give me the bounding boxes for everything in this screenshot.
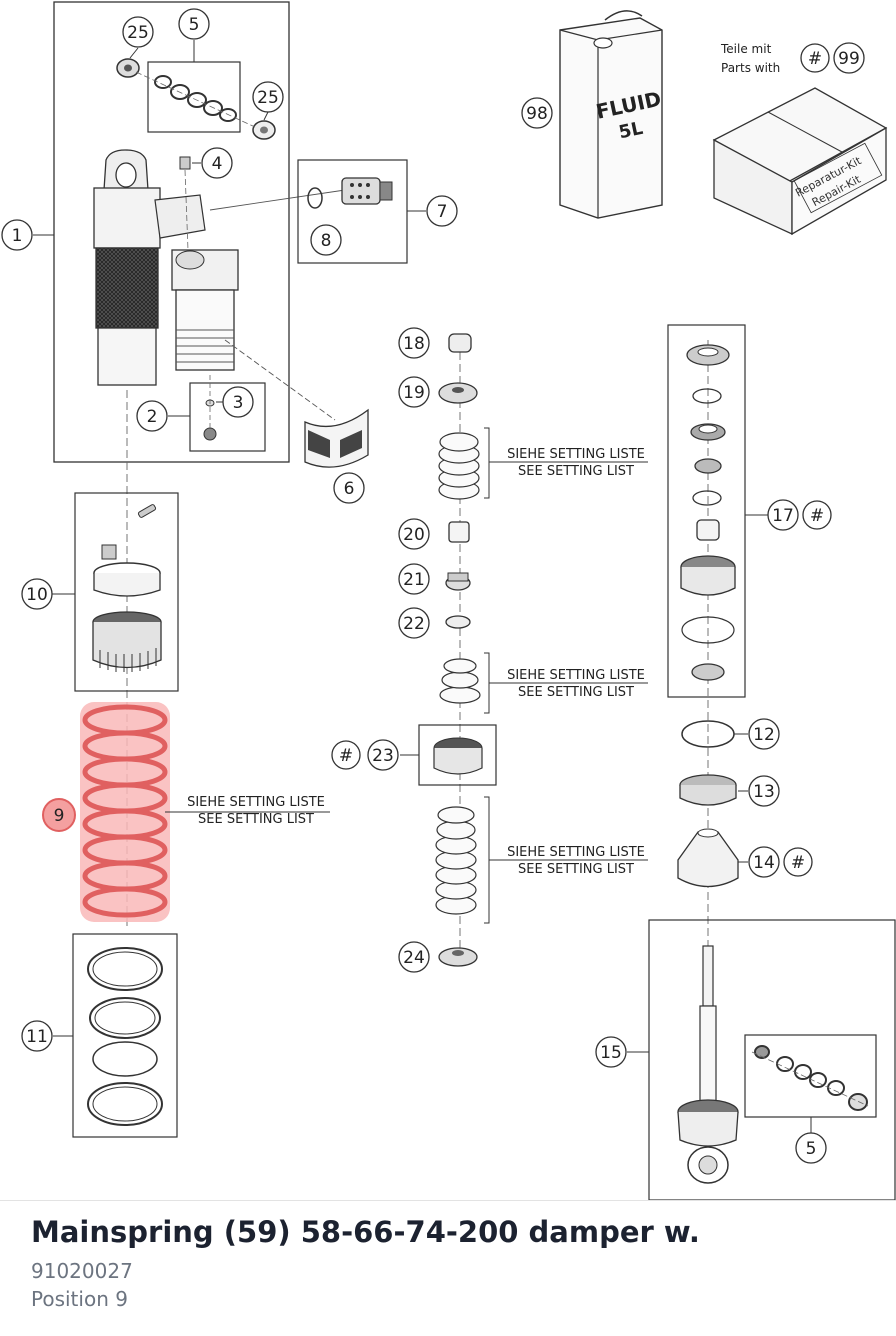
callout-23-circle: [367, 739, 399, 771]
callout-25-top: 25: [127, 23, 149, 43]
callout-11-circle: [21, 1020, 53, 1052]
part-position: Position 9: [31, 1287, 128, 1311]
callout-7: 7: [437, 202, 448, 222]
piston-rod-part: [677, 945, 739, 1184]
callout-7-circle: [426, 195, 458, 227]
setting-note-2-de: SIEHE SETTING LISTE: [507, 668, 645, 683]
part-number: 91020027: [31, 1259, 133, 1283]
setting-note-2-en: SEE SETTING LIST: [518, 685, 634, 700]
callout-14-circle: [748, 846, 780, 878]
shim-rings-group: [72, 933, 178, 1138]
callout-5-bottom-circle: [795, 1132, 827, 1164]
callout-3: 3: [233, 393, 244, 413]
callout-9[interactable]: 9: [54, 806, 65, 826]
callout-25-right-circle: [252, 81, 284, 113]
callout-10-circle: [21, 578, 53, 610]
callout-98: 98: [526, 104, 548, 124]
callout-24: 24: [403, 948, 425, 968]
callout-11: 11: [26, 1027, 48, 1047]
callout-15: 15: [600, 1043, 622, 1063]
bump-stop-part: [677, 828, 739, 888]
callout-99-hash-circle: [800, 43, 830, 73]
callout-5-top: 5: [189, 15, 200, 35]
seal-cap-part: [679, 774, 737, 806]
callout-23: 23: [372, 746, 394, 766]
callout-12: 12: [753, 725, 775, 745]
callout-2-circle: [136, 400, 168, 432]
callout-20-circle: [398, 518, 430, 550]
callout-4: 4: [212, 154, 223, 174]
callout-21-circle: [398, 563, 430, 595]
callout-98-circle: [521, 97, 553, 129]
callout-8-circle: [310, 224, 342, 256]
callout-23-hash-circle: [331, 740, 361, 770]
callout-2: 2: [147, 407, 158, 427]
callout-99-hash: #: [808, 49, 822, 69]
callout-17: 17: [772, 506, 794, 526]
bladder-sleeve-part: [304, 408, 369, 468]
setting-note-3-de: SIEHE SETTING LISTE: [507, 845, 645, 860]
callout-1-circle: [1, 219, 33, 251]
callout-12-circle: [748, 718, 780, 750]
rod-seal-kit-part: [754, 1045, 868, 1111]
callout-3-circle: [222, 386, 254, 418]
setting-note-3-en: SEE SETTING LIST: [518, 862, 634, 877]
callout-23-hash: #: [339, 746, 353, 766]
callout-13-circle: [748, 775, 780, 807]
callout-9-highlight-circle[interactable]: [42, 798, 76, 832]
spring-setting-note-en: SEE SETTING LIST: [198, 812, 314, 827]
main-spring-part: [80, 702, 170, 922]
callout-15-circle: [595, 1036, 627, 1068]
callout-14: 14: [753, 853, 775, 873]
damper-assembly-group: [53, 1, 346, 463]
callout-13: 13: [753, 782, 775, 802]
callout-19-circle: [398, 376, 430, 408]
repair-kit-box-part: Reparatur-Kit Repair-Kit: [712, 87, 888, 236]
setting-note-1-en: SEE SETTING LIST: [518, 464, 634, 479]
callout-17-hash: #: [810, 506, 824, 526]
callout-6-circle: [333, 472, 365, 504]
callout-22: 22: [403, 614, 425, 634]
spring-adjuster-group: [74, 492, 179, 692]
callout-22-circle: [398, 607, 430, 639]
piston-stack-group: [418, 333, 497, 967]
callout-99: 99: [838, 49, 860, 69]
callout-20: 20: [403, 525, 425, 545]
exploded-parts-diagram: SIEHE SETTING LISTE SEE SETTING LIST: [1, 1, 896, 1200]
fluid-label-line2: 5L: [617, 118, 645, 144]
callout-5-bottom: 5: [806, 1139, 817, 1159]
callout-99-circle: [833, 42, 865, 74]
callout-18-circle: [398, 327, 430, 359]
callout-8: 8: [321, 231, 332, 251]
callout-14-hash: #: [791, 853, 805, 873]
callout-19: 19: [403, 383, 425, 403]
callout-24-circle: [398, 941, 430, 973]
part-title: Mainspring (59) 58-66-74-200 damper w.: [31, 1215, 700, 1249]
parts-with-label-en: Parts with: [721, 61, 780, 75]
part-info-footer: Mainspring (59) 58-66-74-200 damper w. 9…: [0, 1200, 896, 1336]
callout-25-right: 25: [257, 88, 279, 108]
seal-head-group: [680, 344, 736, 681]
callout-10: 10: [26, 585, 48, 605]
spring-setting-note-de: SIEHE SETTING LISTE: [187, 795, 325, 810]
setting-note-1-de: SIEHE SETTING LISTE: [507, 447, 645, 462]
callout-18: 18: [403, 334, 425, 354]
callout-17-circle: [767, 499, 799, 531]
callout-14-hash-circle: [783, 847, 813, 877]
callout-6: 6: [344, 479, 355, 499]
callout-4-circle: [201, 147, 233, 179]
fluid-can-part: FLUID 5L: [559, 10, 663, 219]
callout-5-top-circle: [178, 8, 210, 40]
callout-21: 21: [403, 570, 425, 590]
callout-1: 1: [12, 226, 23, 246]
callout-25-top-circle: [122, 16, 154, 48]
parts-with-label-de: Teile mit: [720, 42, 772, 56]
callout-17-hash-circle: [802, 500, 832, 530]
